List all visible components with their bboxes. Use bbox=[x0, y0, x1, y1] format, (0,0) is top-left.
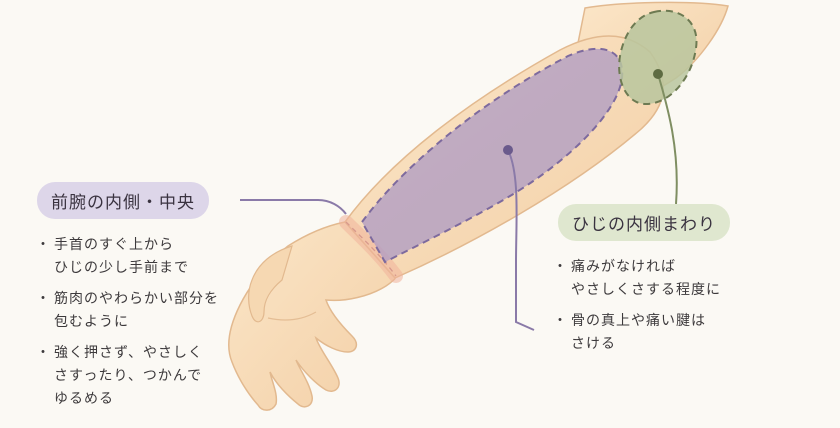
label-around-inner-elbow: ひじの内側まわり bbox=[558, 204, 730, 241]
note-item: 筋肉のやわらかい部分を 包むように bbox=[36, 288, 286, 334]
label-text: 前腕の内側・中央 bbox=[51, 193, 195, 213]
note-line: 骨の真上や痛い腱は bbox=[571, 313, 706, 329]
right-leader-line bbox=[657, 73, 678, 205]
note-item: 手首のすぐ上から ひじの少し手前まで bbox=[36, 234, 286, 280]
notes-elbow: 痛みがなければ やさしくさする程度に 骨の真上や痛い腱は さける bbox=[553, 256, 833, 364]
note-line: 包むように bbox=[54, 314, 129, 330]
left-leader-line bbox=[240, 199, 347, 215]
elbow-zone bbox=[618, 9, 698, 106]
notes-forearm: 手首のすぐ上から ひじの少し手前まで 筋肉のやわらかい部分を 包むように 強く押… bbox=[36, 234, 286, 419]
label-text: ひじの内側まわり bbox=[572, 215, 716, 235]
note-line: さける bbox=[571, 336, 616, 352]
note-line: さすったり、つかんで bbox=[54, 368, 203, 384]
center-leader-line bbox=[507, 149, 535, 331]
note-item: 痛みがなければ やさしくさする程度に bbox=[553, 256, 833, 302]
note-item: 骨の真上や痛い腱は さける bbox=[553, 310, 833, 356]
note-line: 筋肉のやわらかい部分を bbox=[54, 291, 219, 307]
note-line: ひじの少し手前まで bbox=[54, 260, 189, 276]
label-inner-forearm-center: 前腕の内側・中央 bbox=[37, 182, 209, 219]
note-item: 強く押さず、やさしく さすったり、つかんで ゆるめる bbox=[36, 342, 286, 411]
note-line: やさしくさする程度に bbox=[571, 282, 721, 298]
note-line: ゆるめる bbox=[54, 391, 114, 407]
center-leader-dot bbox=[503, 145, 513, 155]
wrist-band-outline bbox=[345, 221, 397, 277]
right-leader-dot bbox=[653, 69, 663, 79]
note-line: 痛みがなければ bbox=[571, 259, 676, 275]
note-line: 手首のすぐ上から bbox=[54, 237, 174, 253]
note-line: 強く押さず、やさしく bbox=[54, 345, 204, 361]
